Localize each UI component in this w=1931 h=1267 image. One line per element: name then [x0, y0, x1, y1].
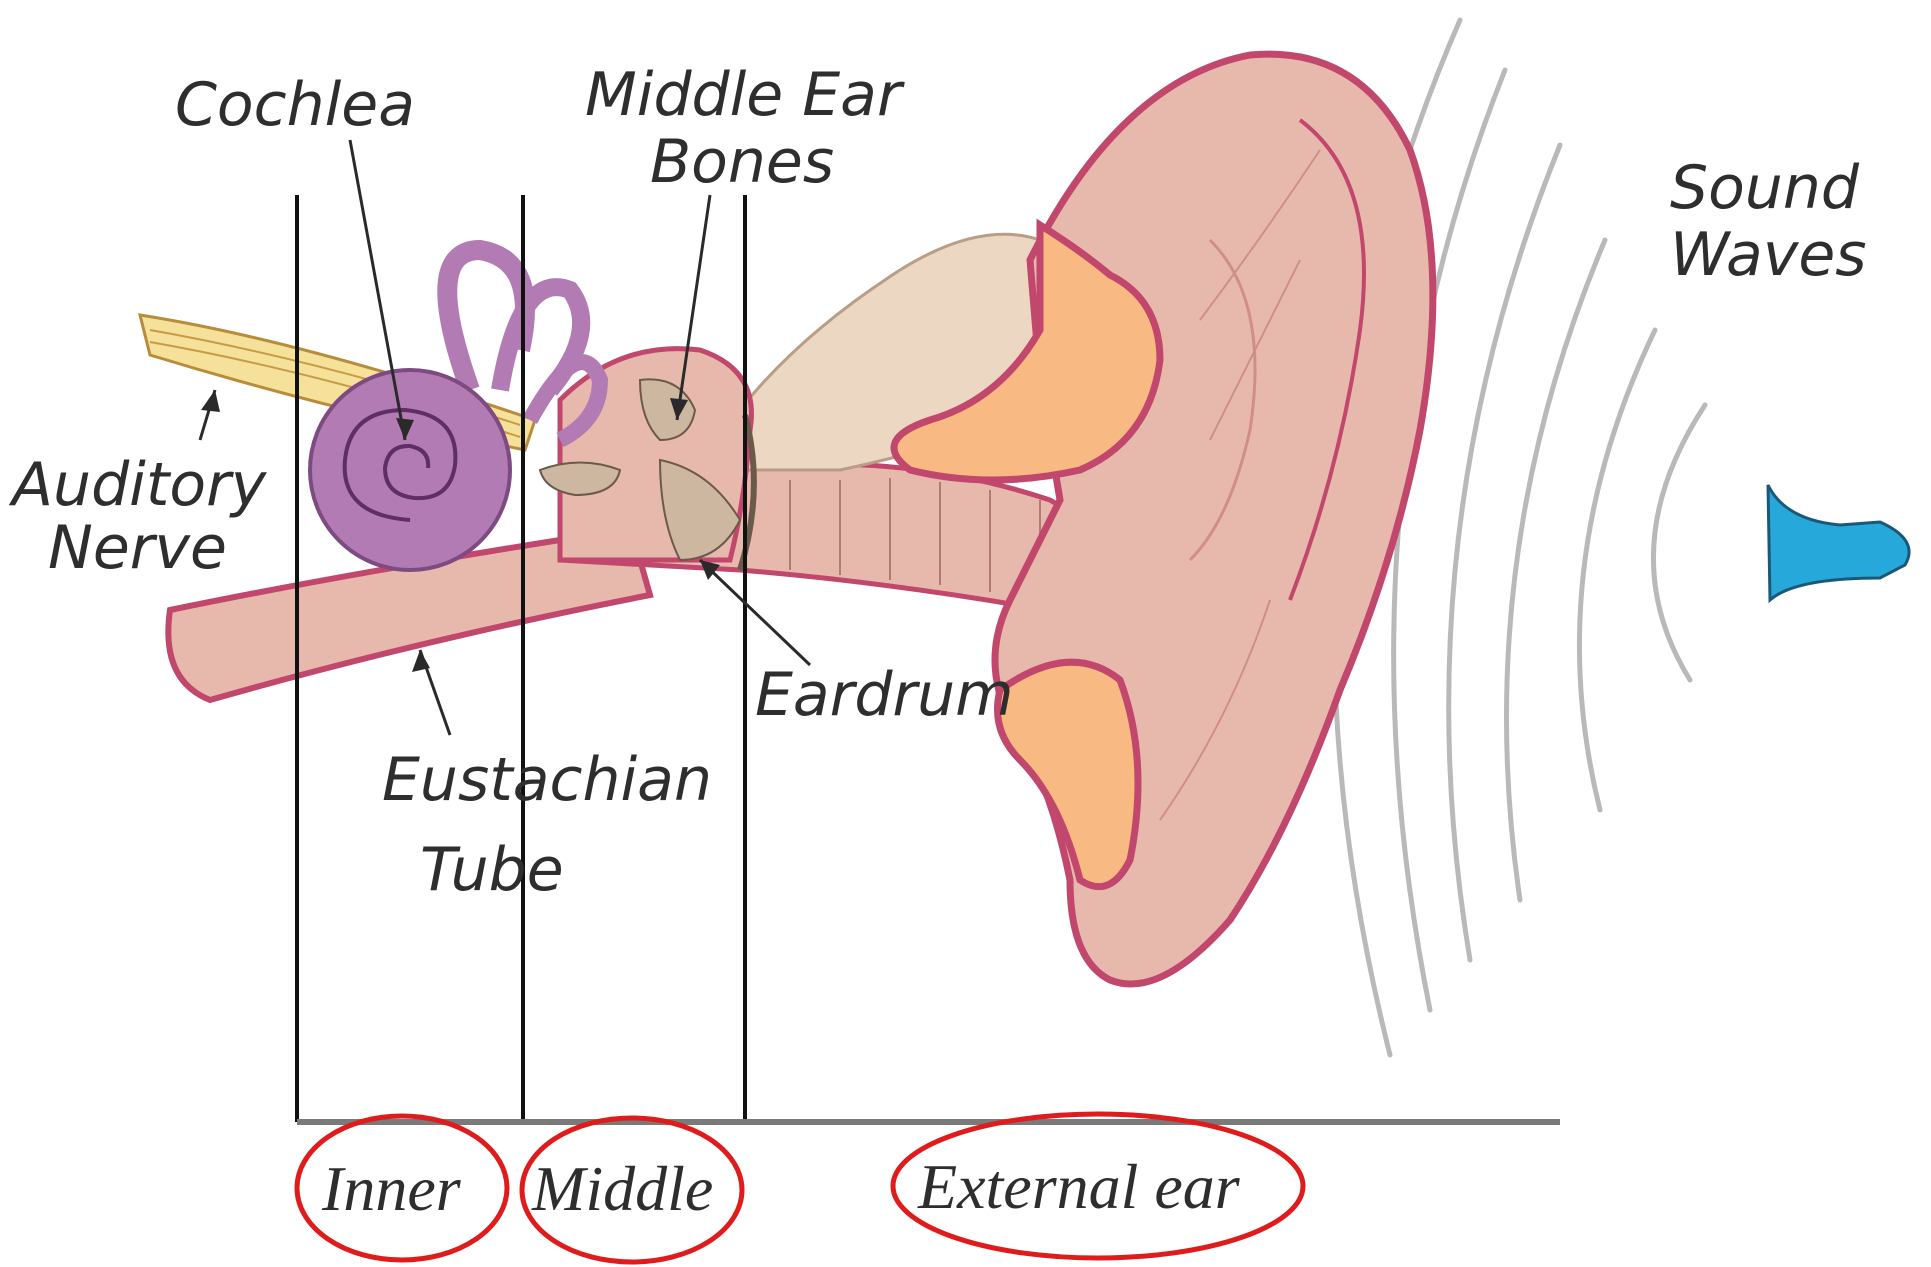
pinna	[995, 54, 1433, 984]
label-eustachian-tube-line2: Tube	[420, 835, 564, 905]
sound-wave-arc	[1506, 240, 1605, 900]
zone-middle: Middle	[522, 1118, 742, 1262]
sound-wave-arc	[1653, 405, 1705, 680]
label-middle-ear-bones-line1: Middle Ear	[585, 60, 905, 130]
label-cochlea: Cochlea	[175, 70, 415, 140]
zone-external: External ear	[893, 1114, 1303, 1258]
label-middle-ear-bones-line2: Bones	[650, 127, 834, 197]
arrow-head-icon	[201, 390, 220, 412]
label-sound-waves-line1: Sound	[1670, 153, 1860, 223]
middle-ear-ossicles	[540, 349, 751, 560]
zone-label-middle: Middle	[531, 1153, 713, 1224]
speaker-icon	[1768, 485, 1909, 600]
cochlea	[310, 370, 510, 570]
zone-inner: Inner	[297, 1116, 507, 1260]
label-auditory-nerve-line1: Auditory	[8, 450, 268, 520]
zone-label-external: External ear	[917, 1151, 1241, 1222]
label-eustachian-tube-line1: Eustachian	[382, 745, 712, 815]
zone-label-inner: Inner	[321, 1153, 462, 1224]
sound-wave-arc	[1449, 145, 1560, 960]
sound-wave-arc	[1579, 330, 1655, 810]
label-auditory-nerve-line2: Nerve	[48, 513, 227, 583]
label-sound-waves-line2: Waves	[1670, 220, 1867, 290]
label-eardrum: Eardrum	[755, 660, 1014, 730]
